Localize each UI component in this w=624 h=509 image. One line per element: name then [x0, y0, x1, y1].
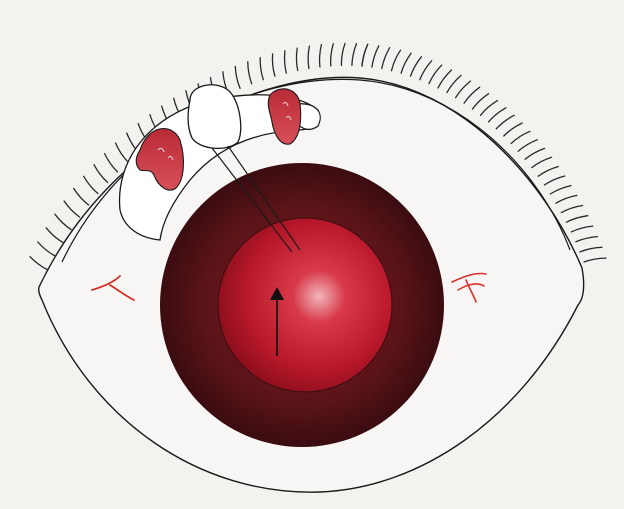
eyelash	[46, 228, 63, 243]
eyelash	[411, 57, 422, 76]
gland-lobe-center	[188, 85, 241, 149]
eyelash	[341, 43, 345, 65]
eyelash	[74, 188, 89, 205]
eyelash	[525, 148, 545, 159]
eyelash	[38, 242, 55, 256]
eyelash	[496, 115, 514, 129]
eyelash	[566, 216, 587, 223]
eyelash	[272, 54, 274, 76]
eyelash	[30, 257, 48, 270]
eyelash	[401, 53, 411, 73]
eyelash	[235, 67, 240, 89]
eyelash	[550, 186, 571, 194]
eyelash	[532, 157, 552, 167]
eyelash	[94, 165, 108, 183]
eyelash	[296, 48, 297, 70]
eyelash	[511, 131, 530, 143]
eyelash	[544, 176, 564, 185]
eyelash	[481, 101, 498, 116]
eyelash	[438, 70, 452, 88]
eyelash	[538, 167, 558, 177]
eyelash	[84, 176, 98, 193]
eyelash	[362, 44, 368, 66]
eyelash	[382, 48, 390, 69]
eyelash	[64, 201, 80, 217]
eyelash	[116, 143, 128, 162]
eyelash	[372, 46, 379, 67]
eyelash	[447, 75, 461, 92]
eyelash	[464, 87, 480, 103]
eyelash	[320, 45, 322, 67]
eyelash	[55, 214, 71, 229]
pupil-icon	[218, 218, 392, 392]
eyelash	[571, 226, 593, 232]
eyelash	[556, 195, 577, 203]
eyelash	[489, 108, 506, 122]
eyelash	[331, 44, 334, 66]
eyelash	[248, 62, 252, 84]
eyelash	[518, 140, 537, 152]
eyelash	[472, 94, 488, 109]
eyelash	[576, 237, 598, 242]
eyelash	[308, 46, 309, 68]
eyelash	[580, 247, 602, 252]
eyelash	[456, 81, 471, 98]
eyelash	[285, 51, 287, 73]
eyelash	[105, 154, 118, 172]
eyelash	[584, 258, 606, 262]
eyelash	[352, 44, 357, 66]
eyelash	[260, 58, 263, 80]
eyelash	[420, 61, 432, 80]
eyelash	[504, 123, 522, 136]
eyelash	[392, 50, 401, 70]
eyelash	[561, 206, 582, 213]
eyelash	[429, 65, 442, 84]
